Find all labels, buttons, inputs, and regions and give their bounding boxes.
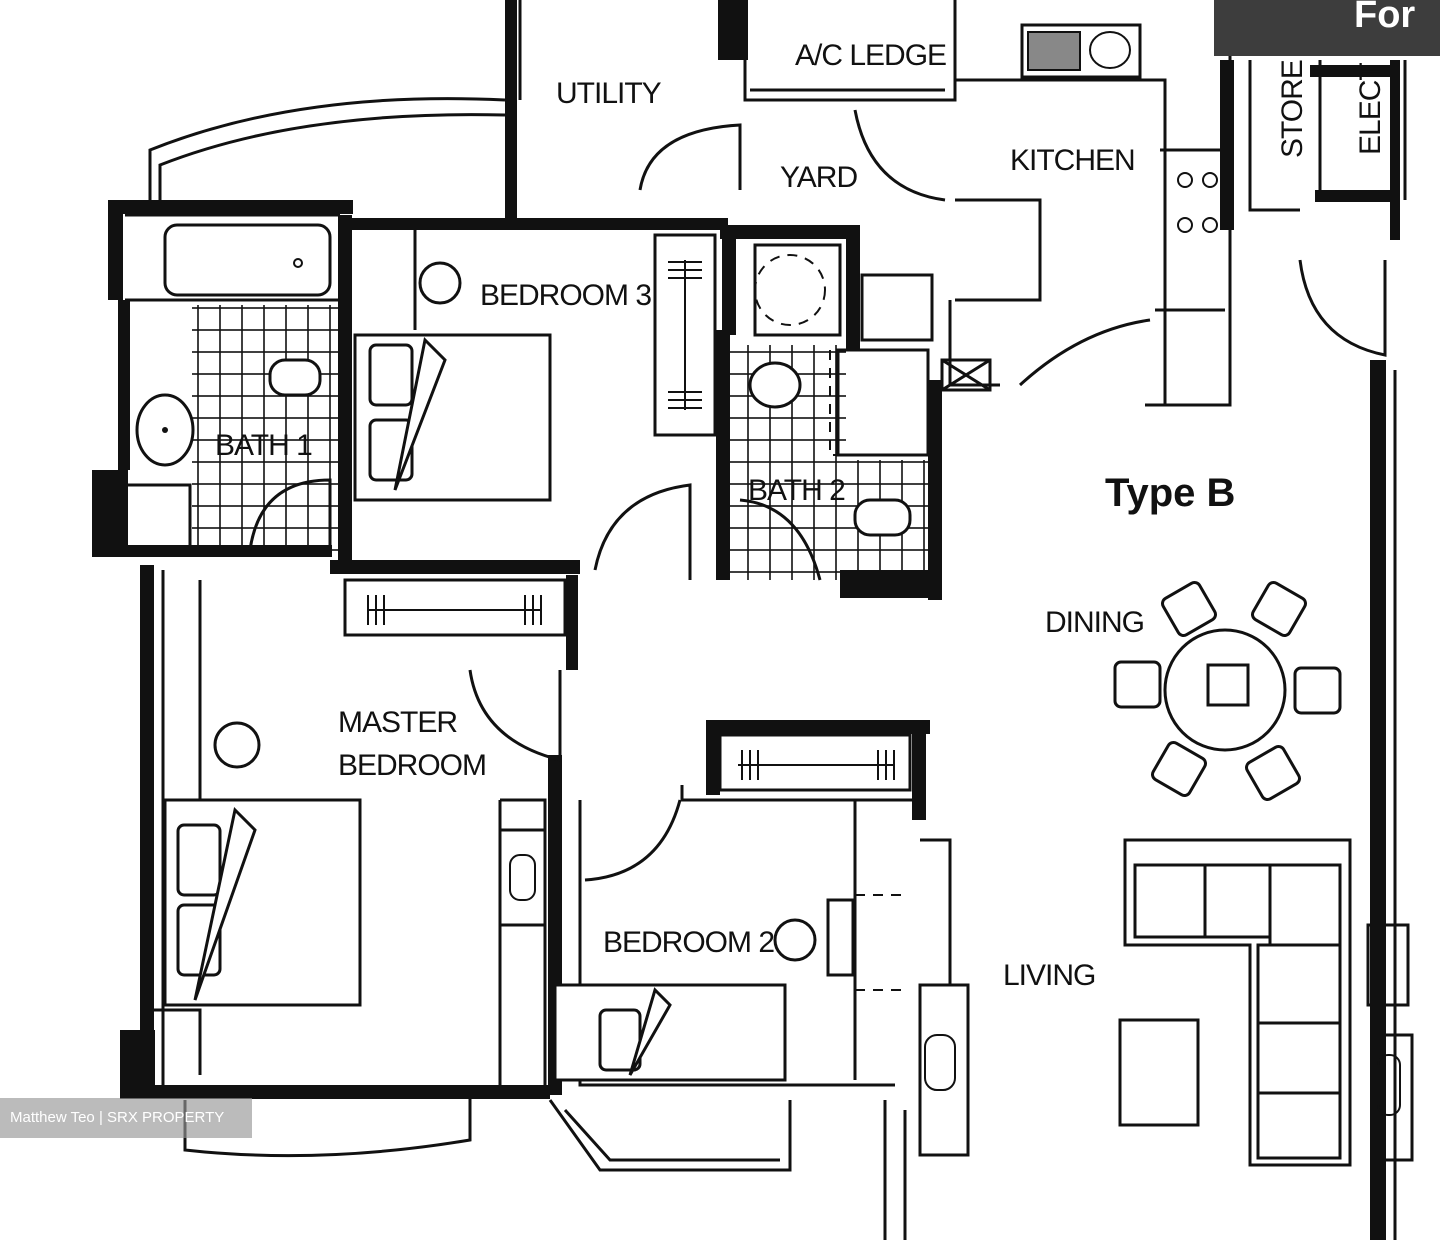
fixtures: [135, 23, 1218, 962]
dining-label: DINING: [1045, 606, 1144, 639]
banner-text: For: [1354, 0, 1416, 36]
wardrobe-rods: [367, 260, 895, 780]
listing-banner: For: [1214, 0, 1440, 56]
bath1-tiles: [192, 305, 342, 555]
master-lamp: [213, 721, 261, 769]
bedroom3-label: BEDROOM 3: [480, 279, 651, 312]
bedroom2-bed: [553, 983, 787, 1082]
dashed-lines: [754, 254, 925, 991]
dining-set: [1113, 581, 1342, 801]
bath1-label: BATH 1: [215, 429, 312, 462]
watermark-text: Matthew Teo | SRX PROPERTY: [10, 1109, 225, 1126]
elect-label: ELECT: [1354, 63, 1387, 155]
ac-ledge-label: A/C LEDGE: [795, 39, 946, 72]
coffee-table: [1118, 1018, 1200, 1127]
plan-type-label: Type B: [1105, 471, 1235, 515]
bedroom2-label: BEDROOM 2: [603, 926, 774, 959]
bedroom2-lamp: [773, 918, 817, 962]
bath2-toilet: [853, 498, 912, 537]
bath1-toilet: [268, 358, 322, 397]
store-label: STORE: [1276, 60, 1309, 158]
master-bedroom-label-line2: BEDROOM: [338, 749, 486, 782]
walls: [92, 0, 1400, 1240]
master-bed: [163, 798, 362, 1007]
master-bedroom-label-line1: MASTER: [338, 706, 457, 739]
living-sofa: [1118, 838, 1352, 1167]
beds: [163, 333, 787, 1082]
door-swings: [248, 109, 1387, 882]
bath2-label: BATH 2: [748, 474, 845, 507]
living-label: LIVING: [1003, 959, 1095, 992]
bedroom3-lamp: [418, 261, 462, 305]
kitchen-hob: [1177, 172, 1218, 233]
bedroom3-bed: [353, 333, 552, 502]
utility-label: UTILITY: [556, 77, 662, 110]
bath2-basin: [748, 361, 802, 409]
agent-watermark: Matthew Teo | SRX PROPERTY: [0, 1098, 252, 1138]
kitchen-label: KITCHEN: [1010, 144, 1135, 177]
yard-label: YARD: [780, 161, 857, 194]
side-tables: [498, 828, 1401, 1116]
